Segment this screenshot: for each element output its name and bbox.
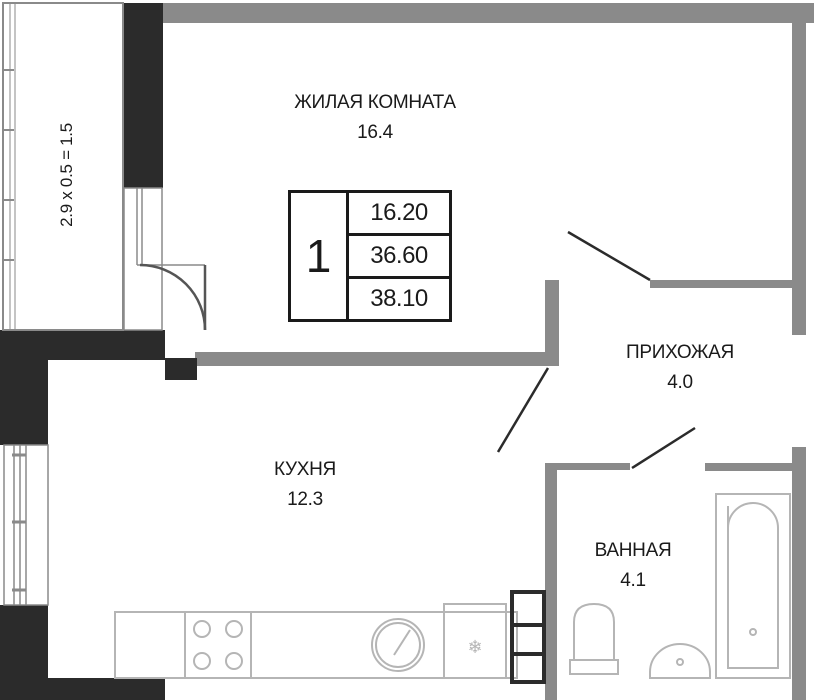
washbasin-icon [649, 643, 711, 679]
room-area: 12.3 [287, 489, 323, 510]
bathroom-fixtures [569, 493, 791, 679]
bathtub-icon [715, 493, 791, 679]
room-area: 16.4 [357, 122, 393, 143]
total-area-value: 36.60 [349, 233, 449, 276]
room-label-living: ЖИЛАЯ КОМНАТА 16.4 [250, 88, 500, 148]
room-name: ВАННАЯ [594, 540, 672, 561]
room-name: ПРИХОЖАЯ [626, 342, 734, 363]
kitchen-counter: ❄ [114, 603, 518, 679]
gray-walls [160, 3, 814, 700]
dark-walls [0, 3, 197, 700]
area-list: 16.20 36.60 38.10 [349, 193, 449, 319]
fridge-icon [443, 603, 507, 679]
room-count: 1 [291, 193, 349, 319]
room-name: КУХНЯ [274, 459, 336, 480]
balcony [2, 2, 124, 331]
stove-icon [184, 611, 252, 679]
ventilation-shaft [510, 590, 546, 684]
living-area-value: 16.20 [370, 199, 428, 226]
room-area: 4.1 [620, 570, 646, 591]
sink-icon [371, 618, 425, 672]
apartment-summary-box: 1 16.20 36.60 38.10 [288, 190, 452, 322]
toilet-icon [569, 602, 619, 675]
svg-text:❄: ❄ [467, 637, 482, 658]
room-name: ЖИЛАЯ КОМНАТА [294, 92, 456, 113]
total-area-with-balcony-value: 38.10 [349, 276, 449, 319]
room-area: 4.0 [667, 372, 693, 393]
room-label-bathroom: ВАННАЯ 4.1 [578, 536, 688, 596]
balcony-size-text: 2.9 x 0.5 = 1.5 [57, 123, 76, 227]
room-label-kitchen: КУХНЯ 12.3 [230, 455, 380, 515]
kitchen-window [3, 444, 49, 606]
balcony-door [123, 187, 207, 331]
doors [496, 230, 696, 470]
room-label-hallway: ПРИХОЖАЯ 4.0 [590, 338, 770, 398]
